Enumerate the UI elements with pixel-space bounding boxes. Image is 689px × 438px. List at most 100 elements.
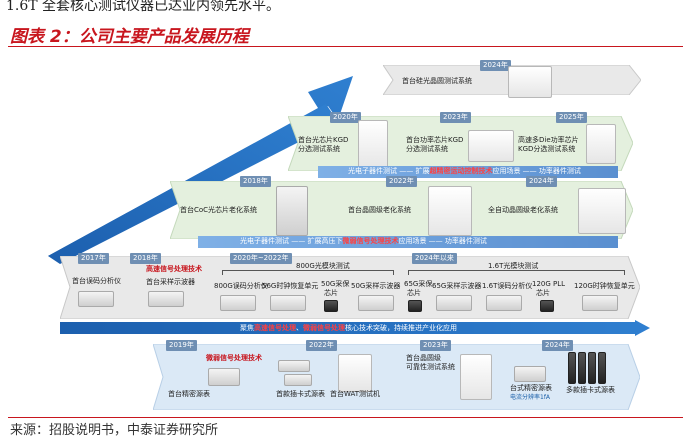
product-image-kgd-sorter [358, 120, 388, 170]
year-badge: 2024年 [480, 60, 511, 71]
product-image-wafer-aging [428, 186, 472, 236]
product-image-card-smu [578, 352, 586, 384]
product-label: 首款插卡式源表 [276, 390, 325, 398]
product-label: 50G采保 [321, 280, 350, 288]
product-label: 全自动晶圆级老化系统 [488, 206, 558, 214]
product-image-wafer-tester [508, 66, 552, 98]
source-note: 来源：招股说明书，中泰证券研究所 [10, 423, 219, 438]
main-tech-bar-text: 聚焦高速信号处理、微弱信号处理核心技术突破，持续推进产业化应用 [240, 324, 457, 333]
year-badge: 2024年以来 [412, 253, 457, 264]
product-image-card-smu [284, 374, 312, 386]
product-image [270, 295, 306, 311]
main-tech-bar [60, 320, 650, 336]
product-label: 首台误码分析仪 [72, 277, 121, 285]
product-label: 多款插卡式源表 [566, 386, 615, 394]
product-image [436, 295, 472, 311]
row5-chevron [153, 344, 640, 410]
product-image-auto-wafer-aging [578, 188, 626, 234]
year-badge: 2018年 [130, 253, 161, 264]
product-label: 120G时钟恢复单元 [574, 282, 635, 290]
product-label: 首台晶圆级 [406, 354, 441, 362]
row3-strip [198, 236, 618, 248]
product-label: KGD分选测试系统 [518, 145, 576, 153]
year-badge: 2023年 [420, 340, 451, 351]
group-label: 1.6T光模块测试 [488, 262, 539, 270]
product-label: 65G采保 [404, 280, 433, 288]
year-badge: 2022年 [386, 176, 417, 187]
product-image-coc-aging [276, 186, 308, 236]
product-image [220, 295, 256, 311]
product-image-bench-smu [514, 366, 546, 382]
footer-divider [8, 417, 683, 418]
product-label: 首台晶圆级老化系统 [348, 206, 411, 214]
product-label: 可靠性测试系统 [406, 363, 455, 371]
product-image-chip [540, 300, 554, 312]
group-bracket [222, 270, 394, 275]
group-label: 800G光模块测试 [296, 262, 350, 270]
section-heading: 1.6T 全套核心测试仪器已达业内领先水平。 [6, 0, 281, 13]
product-label: 首台光芯片KGD [298, 136, 349, 144]
year-badge: 2023年 [440, 112, 471, 123]
product-image-chip [408, 300, 422, 312]
product-image-multi-die-sorter [586, 124, 616, 164]
product-label: 800G误码分析仪 [214, 282, 268, 290]
strip-text-pre: 光电子器件测试 —— 扩展高压下 [240, 237, 343, 245]
group-bracket [408, 270, 625, 275]
product-label: 芯片 [324, 289, 338, 297]
product-label: 首台CoC光芯片老化系统 [180, 206, 258, 214]
strip-text-pre: 光电子器件测试 —— 扩展 [348, 167, 430, 175]
year-badge: 2025年 [556, 112, 587, 123]
product-image [582, 295, 618, 311]
product-label: 分选测试系统 [406, 145, 448, 153]
year-badge: 2017年 [78, 253, 109, 264]
main-bar-text-post: 核心技术突破，持续推进产业化应用 [345, 324, 457, 332]
main-bar-text-pre: 聚焦 [240, 324, 254, 332]
product-sub-label: 电流分辨率1fA [510, 394, 551, 401]
product-image-wat-tester [338, 354, 372, 392]
product-image-card-smu [598, 352, 606, 384]
product-image-wafer-reliability [460, 354, 492, 400]
product-image-sampling-scope [148, 291, 184, 307]
product-label: 分选测试系统 [298, 145, 340, 153]
product-label: 56G时钟恢复单元 [262, 282, 319, 290]
product-image [358, 295, 394, 311]
year-badge: 2024年 [542, 340, 573, 351]
strip-text-post: 应用场景 —— 功率器件测试 [492, 167, 581, 175]
main-bar-highlight-2: 微弱信号处理 [303, 324, 345, 332]
main-bar-text-mid: 、 [296, 324, 303, 332]
year-badge: 2022年 [306, 340, 337, 351]
row2-strip-text: 光电子器件测试 —— 扩展超精密运动控制技术应用场景 —— 功率器件测试 [348, 167, 581, 176]
product-label: 50G采样示波器 [351, 282, 401, 290]
tech-label: 高速信号处理技术 [146, 265, 202, 273]
product-label: 台式精密源表 [510, 384, 552, 392]
year-badge: 2020年 [330, 112, 361, 123]
figure-title: 图表 2：公司主要产品发展历程 [10, 27, 249, 47]
strip-text-highlight: 微弱信号处理技术 [342, 237, 399, 245]
row2-strip [318, 166, 618, 178]
product-label: 首台WAT测试机 [330, 390, 381, 398]
title-divider [8, 46, 683, 47]
strip-text-highlight: 超精密运动控制技术 [429, 167, 493, 175]
product-image-precision-smu [208, 368, 240, 386]
product-image-power-kgd-sorter [468, 130, 514, 162]
year-badge: 2019年 [166, 340, 197, 351]
year-badge: 2024年 [526, 176, 557, 187]
product-image-card-smu [278, 360, 310, 372]
year-badge: 2018年 [240, 176, 271, 187]
product-label: 芯片 [536, 289, 550, 297]
product-label: 120G PLL [532, 280, 566, 288]
product-image-bert [78, 291, 114, 307]
timeline-diagram: 延伸光通信产业链上游芯片、晶圆核心环节测试需求 2024年 首台硅光晶圆测试系统… [8, 48, 683, 416]
strip-text-post: 应用场景 —— 功率器件测试 [398, 237, 487, 245]
product-label: 65G采样示波器 [432, 282, 482, 290]
product-image-card-smu [568, 352, 576, 384]
product-label: 首台硅光晶圆测试系统 [402, 77, 472, 85]
product-image [486, 295, 522, 311]
product-image-chip [324, 300, 338, 312]
product-label: 1.6T误码分析仪 [482, 282, 533, 290]
product-label: 高速多Die功率芯片 [518, 136, 579, 144]
year-badge: 2020年~2022年 [230, 253, 292, 264]
tech-label: 微弱信号处理技术 [206, 354, 262, 362]
main-bar-highlight-1: 高速信号处理 [254, 324, 296, 332]
product-label: 首台精密源表 [168, 390, 210, 398]
